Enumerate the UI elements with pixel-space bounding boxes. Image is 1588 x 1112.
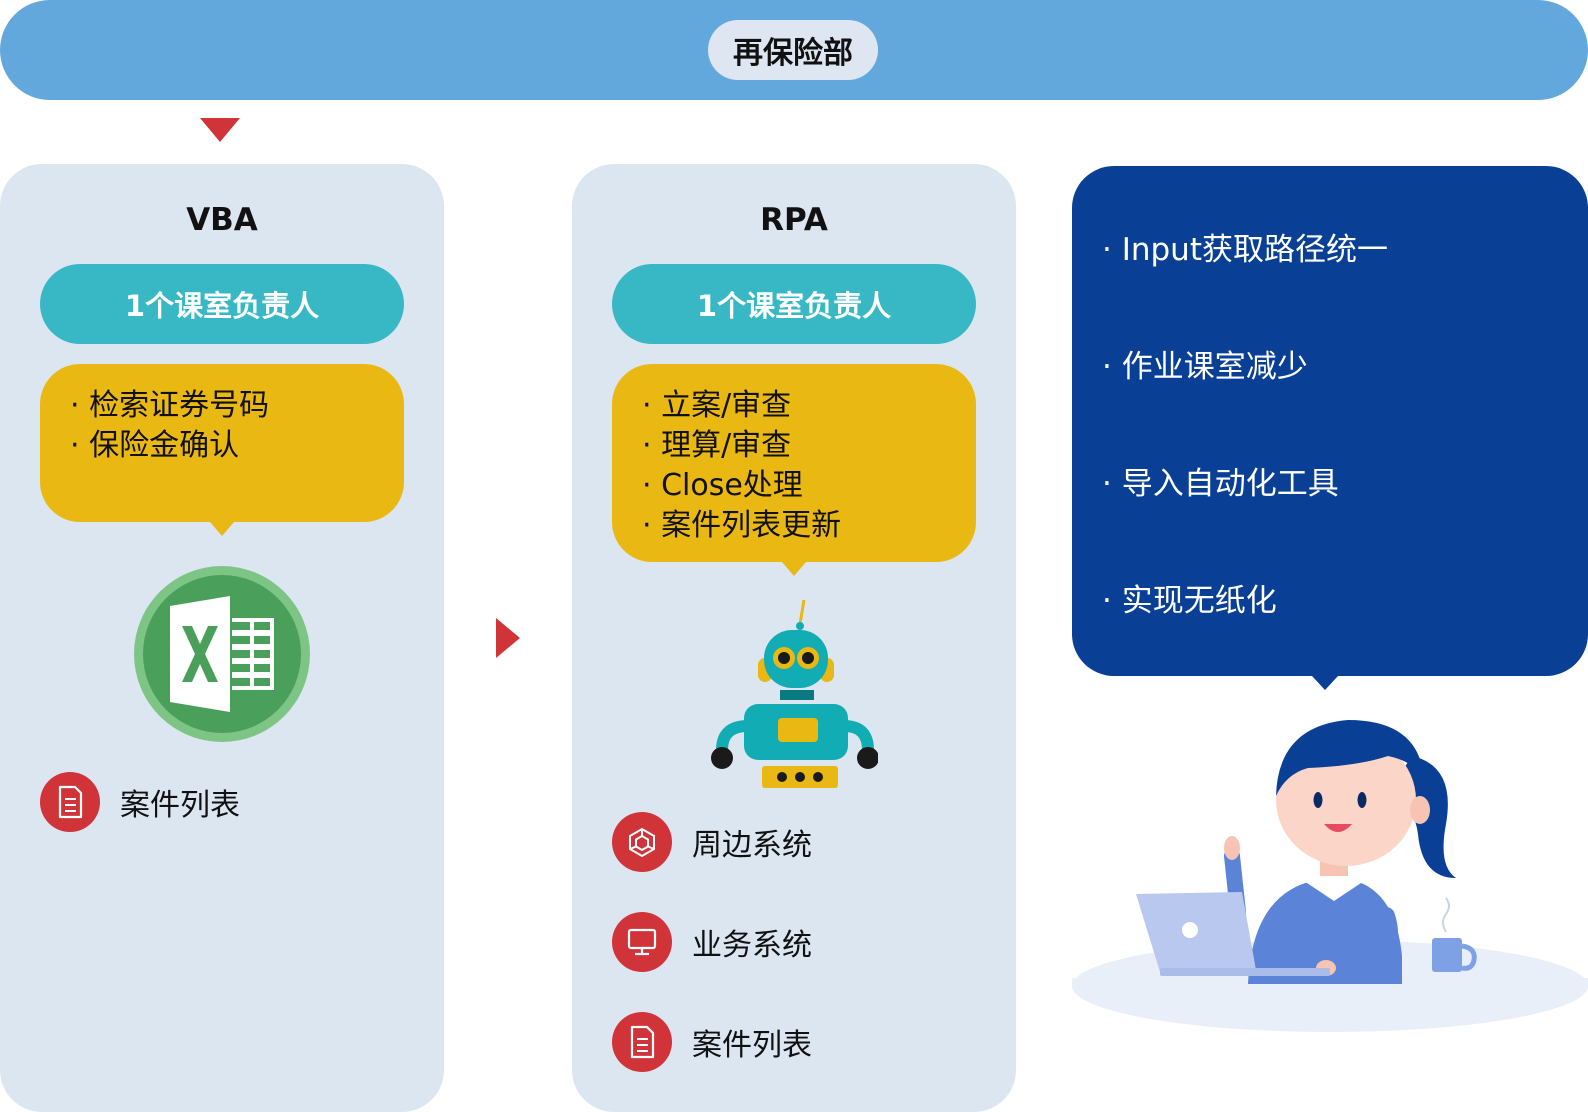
rpa-system-label: 案件列表 [692, 1028, 812, 1063]
vba-task-box: · 检索证券号码 · 保险金确认 [40, 364, 404, 536]
rpa-panel: RPA 1个课室负责人 · 立案/审查 · 理算/审查 · Close处理 · … [572, 164, 1016, 1112]
benefit-item: · 实现无纸化 [1102, 583, 1277, 619]
vba-system-label: 案件列表 [120, 788, 240, 823]
robot-icon [711, 599, 878, 788]
vba-system-row: 案件列表 [40, 772, 240, 832]
rpa-task: · 立案/审查 [642, 388, 792, 423]
excel-icon [134, 566, 310, 742]
down-arrow-icon [200, 118, 240, 142]
benefits-box: · Input获取路径统一 · 作业课室减少 · 导入自动化工具 · 实现无纸化 [1072, 166, 1588, 690]
rpa-task-box: · 立案/审查 · 理算/审查 · Close处理 · 案件列表更新 [612, 364, 976, 576]
vba-task: · 检索证券号码 [70, 388, 270, 423]
vba-title: VBA [186, 202, 258, 238]
rpa-system-row: 案件列表 [612, 1012, 812, 1072]
document-icon [612, 1012, 672, 1072]
vba-owner-pill: 1个课室负责人 [40, 264, 404, 344]
benefit-item: · 导入自动化工具 [1102, 466, 1339, 502]
document-icon [40, 772, 100, 832]
rpa-system-label: 周边系统 [692, 828, 812, 863]
rpa-task: · 案件列表更新 [642, 508, 842, 543]
header-bar: 再保险部 [0, 0, 1588, 100]
rpa-system-label: 业务系统 [692, 928, 812, 963]
benefit-item: · Input获取路径统一 [1102, 232, 1388, 268]
rpa-title: RPA [760, 202, 828, 238]
rpa-system-row: 周边系统 [612, 812, 812, 872]
department-title: 再保险部 [708, 20, 878, 80]
rpa-owner-pill: 1个课室负责人 [612, 264, 976, 344]
cube-icon [612, 812, 672, 872]
right-arrow-icon [496, 618, 520, 658]
vba-task: · 保险金确认 [70, 428, 240, 463]
vba-panel: VBA 1个课室负责人 · 检索证券号码 · 保险金确认 [0, 164, 444, 1112]
rpa-system-row: 业务系统 [612, 912, 812, 972]
monitor-icon [612, 912, 672, 972]
benefit-item: · 作业课室减少 [1102, 349, 1308, 385]
rpa-task: · 理算/审查 [642, 428, 792, 463]
rpa-task: · Close处理 [642, 468, 803, 503]
woman-laptop-illustration [1072, 720, 1588, 1032]
